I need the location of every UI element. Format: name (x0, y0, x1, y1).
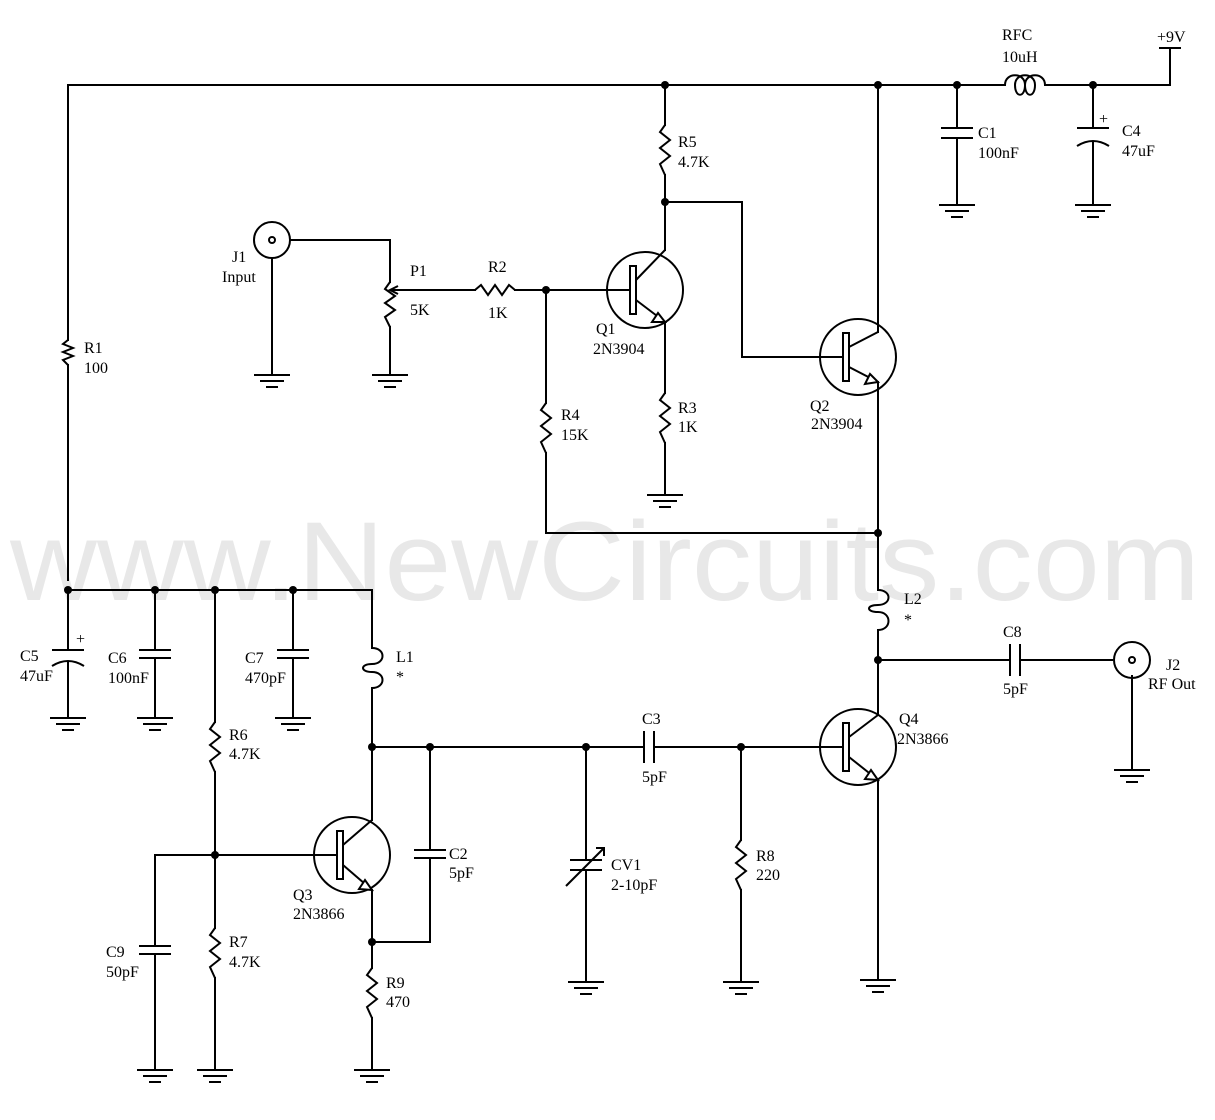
r4-label: R4 (561, 407, 580, 424)
component-labels: +9V RFC 10uH C1 100nF C4 47uF R5 4.7K J1… (20, 27, 1196, 1011)
c9-value: 50pF (106, 964, 139, 981)
resistor-r5 (658, 124, 672, 176)
p1-value: 5K (410, 302, 430, 319)
capacitor-c8 (1009, 644, 1021, 676)
c9-label: C9 (106, 944, 125, 961)
j1-value: Input (222, 269, 256, 286)
capacitor-c5: + (51, 631, 85, 667)
p1-label: P1 (410, 263, 427, 280)
potentiometer-p1 (383, 281, 400, 328)
ground-symbols (50, 204, 1150, 1083)
q1-label: Q1 (596, 321, 616, 338)
resistor-r8 (734, 839, 748, 891)
wires (67, 47, 1181, 1071)
r4-value: 15K (561, 427, 589, 444)
inductor-l1 (362, 647, 384, 689)
c1-label: C1 (978, 125, 997, 142)
r5-label: R5 (678, 134, 697, 151)
r8-label: R8 (756, 848, 775, 865)
q4-label: Q4 (899, 711, 919, 728)
resistor-r3 (658, 392, 672, 444)
resistor-r7 (208, 927, 222, 979)
c4-label: C4 (1122, 123, 1141, 140)
r2-label: R2 (488, 259, 507, 276)
r6-label: R6 (229, 727, 248, 744)
transistor-q4 (819, 708, 897, 786)
supply-label: +9V (1157, 29, 1186, 46)
c1-value: 100nF (978, 145, 1019, 162)
rfc-value: 10uH (1002, 49, 1038, 66)
inductor-rfc (1004, 74, 1046, 96)
r9-label: R9 (386, 975, 405, 992)
j2-value: RF Out (1148, 676, 1196, 693)
capacitor-c4: + (1076, 111, 1110, 147)
c2-label: C2 (449, 846, 468, 863)
c6-label: C6 (108, 650, 127, 667)
j2-label: J2 (1166, 657, 1180, 674)
q3-value: 2N3866 (293, 906, 345, 923)
q3-label: Q3 (293, 887, 313, 904)
c4-plus-mark: + (1099, 111, 1108, 128)
c6-value: 100nF (108, 670, 149, 687)
capacitor-c7 (277, 649, 309, 659)
transistor-q2 (819, 318, 897, 396)
c3-label: C3 (642, 711, 661, 728)
capacitor-c2 (414, 849, 446, 859)
q2-value: 2N3904 (811, 416, 863, 433)
c4-value: 47uF (1122, 143, 1155, 160)
capacitor-c9 (139, 945, 171, 955)
watermark: www.NewCircuits.com (9, 499, 1200, 624)
q4-value: 2N3866 (897, 731, 949, 748)
l2-value: * (904, 612, 912, 629)
resistor-r9 (365, 967, 379, 1019)
cv1-value: 2-10pF (611, 877, 657, 894)
c3-value: 5pF (642, 769, 667, 786)
resistor-r6 (208, 721, 222, 773)
c7-label: C7 (245, 650, 264, 667)
cv1-label: CV1 (611, 857, 641, 874)
r3-value: 1K (678, 419, 698, 436)
r1-label: R1 (84, 340, 103, 357)
r7-label: R7 (229, 934, 248, 951)
l2-label: L2 (904, 591, 922, 608)
c5-label: C5 (20, 648, 39, 665)
q2-label: Q2 (810, 398, 830, 415)
c7-value: 470pF (245, 670, 286, 687)
resistor-r1 (60, 339, 76, 366)
r5-value: 4.7K (678, 154, 710, 171)
capacitor-c3 (643, 731, 655, 763)
j1-label: J1 (232, 249, 246, 266)
capacitor-c1 (941, 127, 973, 139)
r3-label: R3 (678, 400, 697, 417)
capacitor-c6 (139, 649, 171, 659)
transistor-q3 (313, 816, 391, 894)
transistor-q1 (606, 249, 684, 329)
inductor-l2 (868, 589, 890, 631)
junction-dots (64, 81, 1097, 946)
rfc-label: RFC (1002, 27, 1032, 44)
r1-value: 100 (84, 360, 108, 377)
r6-value: 4.7K (229, 746, 261, 763)
variable-capacitor-cv1 (565, 847, 605, 887)
r8-value: 220 (756, 867, 780, 884)
l1-label: L1 (396, 649, 414, 666)
c2-value: 5pF (449, 865, 474, 882)
c8-value: 5pF (1003, 681, 1028, 698)
r9-value: 470 (386, 994, 410, 1011)
connector-j1 (253, 221, 291, 259)
c8-label: C8 (1003, 624, 1022, 641)
resistor-r4 (539, 402, 553, 454)
q1-value: 2N3904 (593, 341, 645, 358)
r2-value: 1K (488, 305, 508, 322)
resistor-r2 (474, 283, 516, 297)
l1-value: * (396, 669, 404, 686)
c5-value: 47uF (20, 668, 53, 685)
r7-value: 4.7K (229, 954, 261, 971)
connector-j2 (1113, 641, 1151, 679)
c5-plus-mark: + (76, 631, 85, 648)
